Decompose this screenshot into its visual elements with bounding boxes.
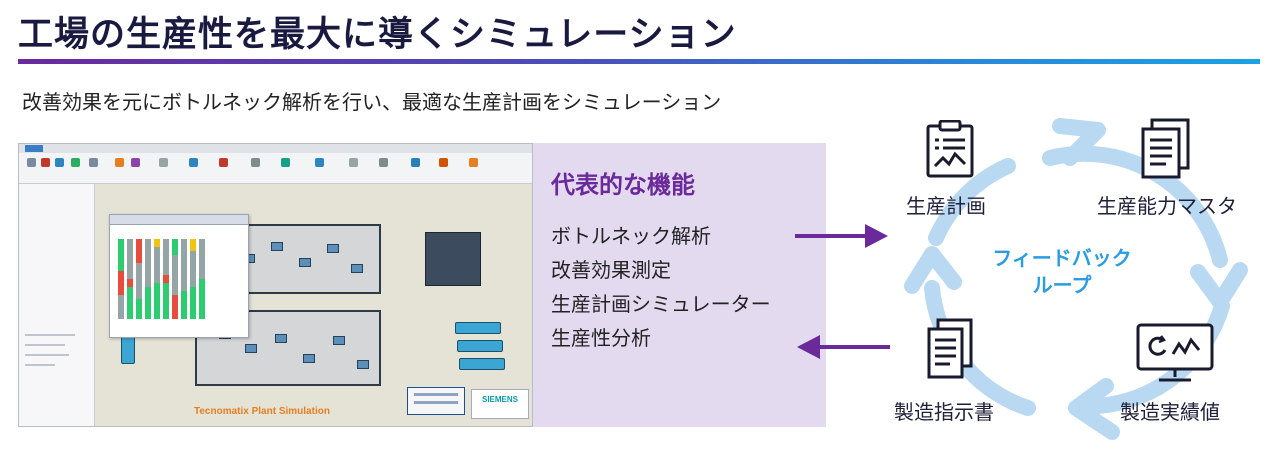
features-panel: 代表的な機能 ボトルネック解析 改善効果測定 生産計画シミュレーター 生産性分析	[533, 143, 826, 427]
title-gradient-divider	[18, 59, 1260, 64]
feature-item: ボトルネック解析	[551, 224, 711, 248]
siemens-logo-box: SIEMENS	[471, 389, 529, 419]
node-label-production-plan: 生産計画	[906, 194, 986, 218]
clipboard-chart-icon	[926, 120, 974, 178]
documents-icon	[1141, 118, 1190, 179]
tecnomatix-brand-text: Tecnomatix Plant Simulation	[194, 406, 330, 417]
page-title: 工場の生産性を最大に導くシミュレーション	[18, 15, 737, 55]
instruction-document-icon	[927, 318, 973, 379]
feedback-loop-label-line1: フィードバック	[992, 246, 1132, 270]
node-label-capacity-master: 生産能力マスタ	[1097, 194, 1237, 218]
feature-item: 生産性分析	[551, 326, 651, 350]
resource-statistics-window	[109, 214, 249, 338]
feature-item: 生産計画シミュレーター	[551, 292, 771, 316]
3d-factory-view	[95, 184, 532, 426]
feature-item: 改善効果測定	[551, 258, 671, 282]
simulation-popup	[407, 387, 465, 415]
plant-simulation-screenshot: Tecnomatix Plant Simulation SIEMENS	[18, 143, 533, 427]
node-label-production-results: 製造実績値	[1120, 400, 1220, 424]
app-ribbon	[19, 144, 532, 184]
monitor-chart-icon	[1136, 323, 1214, 382]
features-heading: 代表的な機能	[551, 171, 695, 199]
feedback-loop-label-line2: ループ	[1032, 273, 1092, 297]
node-label-work-instructions: 製造指示書	[894, 400, 994, 424]
page-subtitle: 改善効果を元にボトルネック解析を行い、最適な生産計画をシミュレーション	[22, 90, 722, 114]
model-tree-panel	[19, 184, 95, 426]
feedback-loop-label: フィードバック ループ	[977, 245, 1147, 299]
arrow-left-icon	[797, 335, 890, 359]
arrow-right-icon	[795, 224, 888, 248]
